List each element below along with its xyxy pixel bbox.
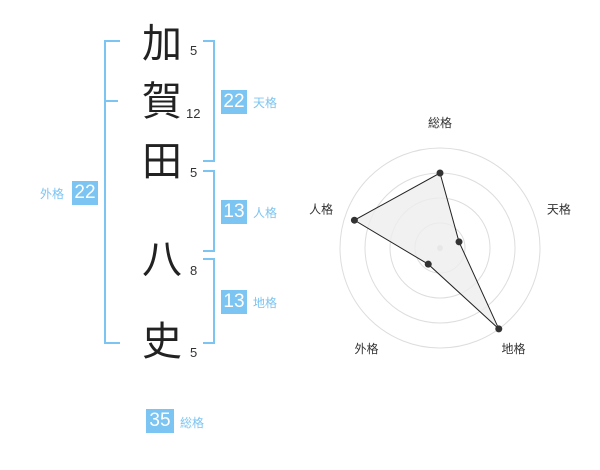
radar-axis-label: 人格 [309, 201, 333, 216]
radar-point [436, 169, 444, 177]
tenkaku-value: 22 [221, 90, 247, 114]
name-char-3: 田 [142, 139, 182, 185]
stroke-count-4: 8 [190, 263, 198, 278]
stroke-count-1: 5 [190, 43, 198, 58]
radar-axis-label: 天格 [547, 201, 571, 216]
jinkaku-bracket [203, 170, 215, 252]
stroke-count-3: 5 [190, 165, 198, 180]
chikaku-value: 13 [221, 290, 247, 314]
radar-point [455, 238, 463, 246]
radar-ring [339, 147, 541, 349]
name-char-2: 賀 [142, 79, 182, 125]
gaikaku-bracket [104, 40, 120, 344]
stroke-count-5: 5 [190, 345, 198, 360]
soukaku-value: 35 [146, 409, 174, 433]
jinkaku-value: 13 [221, 200, 247, 224]
name-char-5: 史 [142, 319, 182, 365]
radar-point [495, 325, 503, 333]
gaikaku-value: 22 [72, 181, 98, 205]
radar-points [350, 169, 503, 333]
name-char-4: 八 [142, 237, 182, 283]
radar-axis-label: 総格 [428, 115, 452, 130]
gaikaku-label: 外格 [40, 187, 65, 201]
stroke-count-2: 12 [186, 106, 201, 121]
jinkaku-label: 人格 [253, 206, 278, 220]
radar-polygon [353, 172, 500, 330]
radar-axis-label: 外格 [355, 341, 379, 356]
radar-axis-label: 地格 [501, 341, 525, 356]
radar-point [350, 216, 358, 224]
name-char-1: 加 [142, 21, 182, 67]
radar-point [424, 260, 432, 268]
tenkaku-bracket [203, 40, 215, 162]
chikaku-label: 地格 [253, 296, 278, 310]
gaikaku-bracket-tick [104, 100, 118, 102]
chikaku-bracket [203, 258, 215, 344]
soukaku-label: 総格 [180, 416, 205, 430]
tenkaku-label: 天格 [253, 96, 278, 110]
